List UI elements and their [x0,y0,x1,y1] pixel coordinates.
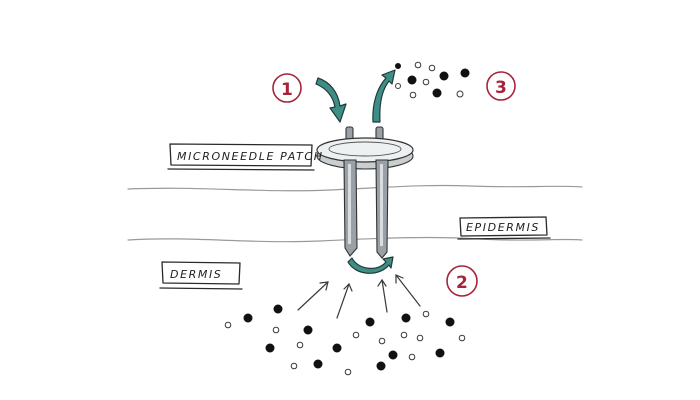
curved-arrow-up-icon [372,69,396,123]
needle-right-highlight [380,164,383,246]
microneedle-patch [316,126,414,259]
flow-arrow-icon [395,274,421,307]
label-dermis: DERMIS [159,261,243,290]
step-2-number: 2 [456,273,468,293]
flow-arrow-icon [377,278,388,313]
label-microneedle-patch-text: MICRONEEDLE PATCH [177,150,324,163]
step-3-marker: 3 [486,71,516,101]
step-1-number: 1 [281,80,293,100]
label-microneedle-patch: MICRONEEDLE PATCH [167,143,324,171]
flow-arrow-icon [297,281,329,311]
label-epidermis: EPIDERMIS [457,216,551,240]
needle-left-highlight [348,164,351,244]
label-epidermis-text: EPIDERMIS [466,221,540,234]
fluid-flow-arrows [297,274,421,319]
curved-arrow-down-icon [315,77,347,123]
dermis-particles [224,304,466,376]
u-turn-arrow-icon [347,256,394,274]
step-3-number: 3 [495,78,507,98]
released-particles [395,61,470,99]
label-dermis-text: DERMIS [170,268,222,281]
patch-base-inner [328,141,402,157]
flow-arrow-icon [336,282,353,319]
step-2-marker: 2 [446,265,478,297]
step-1-marker: 1 [272,73,302,103]
